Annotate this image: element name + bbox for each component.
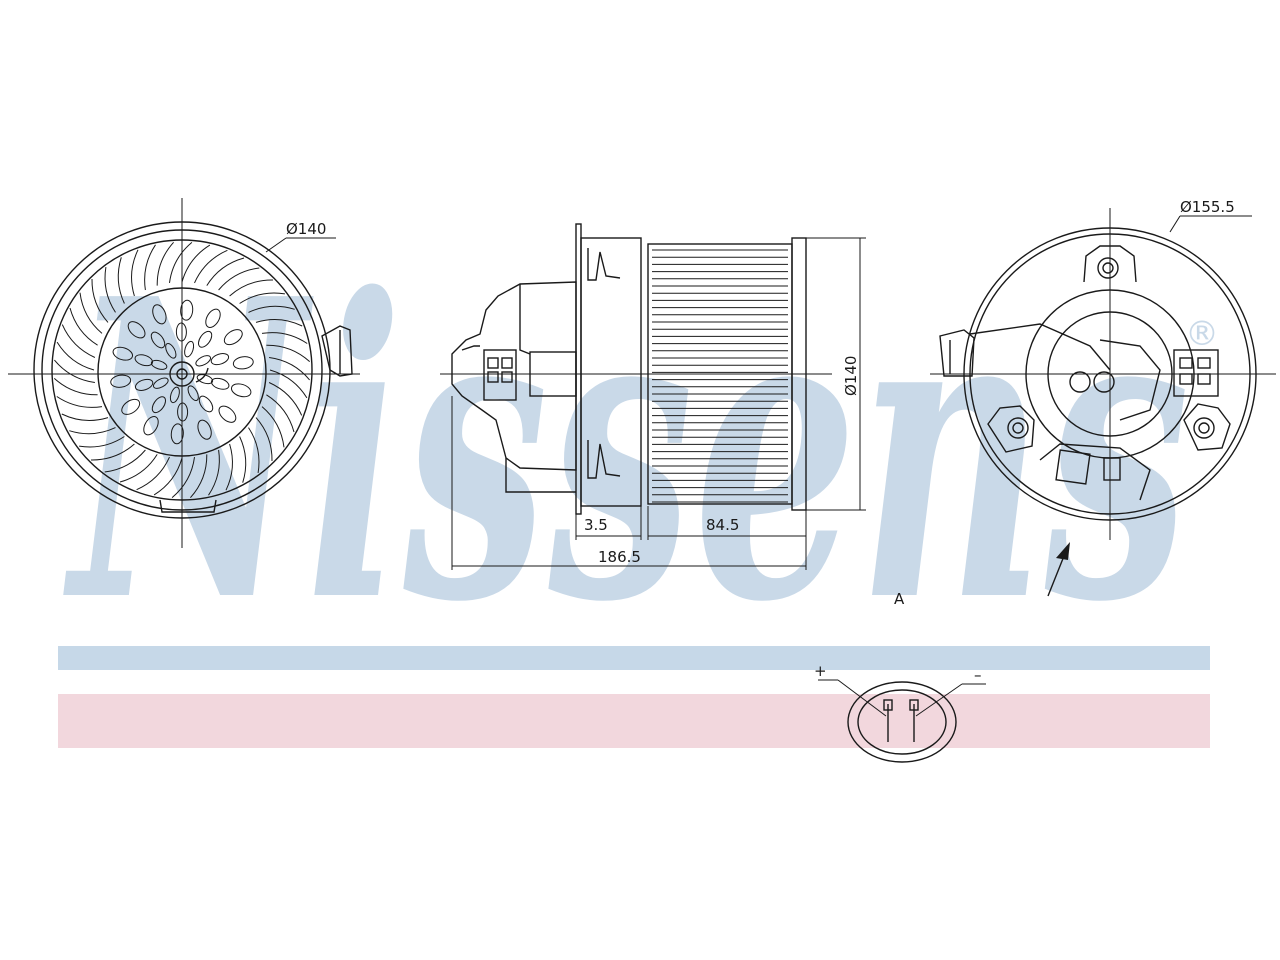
pink-band	[58, 694, 1210, 748]
impeller-blade	[239, 436, 247, 483]
vent-hole	[143, 416, 159, 436]
front-diameter-label: Ø140	[286, 220, 326, 238]
impeller-blade	[190, 454, 208, 499]
impeller-blade	[229, 279, 274, 297]
impeller-blade	[136, 456, 170, 491]
rear-view: Ø155.5 A	[894, 198, 1276, 608]
impeller-blade	[61, 413, 109, 421]
impeller-blade	[248, 427, 260, 473]
impeller-blade	[54, 359, 95, 383]
impeller-blade	[261, 332, 308, 344]
impeller-blade	[208, 449, 220, 496]
wheel-length-label: 84.5	[706, 516, 739, 534]
vent-hole	[223, 329, 243, 346]
impeller-blade	[269, 369, 308, 399]
vent-hole	[152, 304, 167, 325]
vent-hole	[184, 340, 195, 358]
vent-hole	[197, 419, 212, 440]
vent-hole	[198, 395, 214, 413]
vent-hole	[165, 342, 177, 359]
impeller-blade	[171, 457, 195, 498]
rear-diameter-label: Ø155.5	[1180, 198, 1235, 216]
impeller-blade	[53, 378, 98, 396]
impeller-blade	[69, 427, 116, 435]
vent-hole	[196, 374, 214, 385]
vent-hole	[175, 322, 187, 342]
vent-hole	[218, 405, 237, 423]
vent-hole	[195, 355, 212, 367]
impeller-blade	[61, 324, 96, 358]
impeller-blade	[269, 357, 310, 381]
impeller-blade	[268, 382, 303, 416]
vent-hole	[110, 374, 132, 388]
impeller-blade	[119, 454, 158, 483]
vent-hole	[197, 330, 213, 348]
connector-minus-label: –	[974, 666, 982, 684]
registered-mark: ®	[1185, 314, 1219, 354]
side-diameter-label: Ø140	[842, 356, 860, 396]
side-view: Ø140 3.5 84.5 186.5	[440, 223, 866, 570]
wheel-fins	[652, 249, 788, 503]
connector-plus-label: +	[814, 662, 827, 680]
overall-length-label: 186.5	[598, 548, 641, 566]
vent-hole	[134, 378, 154, 391]
vent-hole	[150, 331, 166, 349]
impeller-blade	[117, 257, 125, 304]
impeller-blade	[255, 319, 303, 327]
blue-band	[58, 646, 1210, 670]
connector-pinout: + –	[814, 662, 986, 763]
vent-hole	[170, 423, 184, 445]
impeller-blade	[206, 257, 245, 286]
impeller-blade	[79, 436, 125, 448]
impeller-blade	[91, 278, 109, 323]
vent-hole	[134, 354, 154, 367]
vent-hole	[151, 396, 167, 414]
impeller-blade	[79, 292, 103, 334]
impeller-blade	[104, 267, 116, 313]
vent-hole	[150, 359, 168, 370]
vent-hole	[177, 402, 189, 422]
vent-hole	[121, 398, 141, 415]
impeller-vent-holes	[110, 299, 254, 445]
impeller-blade	[156, 241, 174, 286]
impeller-blade	[225, 443, 233, 491]
vent-hole	[127, 321, 146, 339]
view-label: A	[894, 590, 905, 608]
watermark-text: Nissens	[62, 210, 1190, 692]
vent-hole	[210, 353, 230, 366]
impeller-blade	[56, 341, 95, 371]
impeller-blade	[69, 307, 98, 346]
impeller-blade	[255, 417, 273, 462]
impeller-blade	[218, 267, 260, 291]
watermark: Nissens ®	[62, 210, 1219, 692]
impeller-blade	[181, 244, 211, 283]
impeller-blade	[90, 443, 135, 461]
impeller-blade	[153, 457, 183, 496]
impeller-blade	[169, 242, 193, 283]
impeller-blade	[261, 406, 285, 448]
impeller-blade	[194, 249, 228, 284]
vent-hole	[205, 308, 221, 328]
vent-hole	[112, 346, 134, 361]
vent-hole	[180, 299, 194, 321]
impeller-blade	[56, 396, 103, 408]
vent-hole	[230, 383, 252, 398]
impeller-blade	[144, 244, 156, 291]
impeller-blade	[266, 394, 295, 433]
flange-offset-label: 3.5	[584, 516, 608, 534]
impeller-blade	[131, 249, 139, 297]
impeller-blade	[104, 449, 146, 473]
vent-hole	[232, 356, 254, 370]
vent-hole	[152, 377, 169, 389]
vent-hole	[169, 386, 180, 404]
vent-hole	[187, 385, 199, 402]
impeller-blade	[239, 292, 285, 304]
vent-hole	[210, 377, 230, 390]
impeller-blades	[53, 241, 311, 499]
impeller-blade	[248, 305, 295, 313]
impeller-blade	[266, 344, 311, 362]
front-view: Ø140	[8, 198, 360, 548]
